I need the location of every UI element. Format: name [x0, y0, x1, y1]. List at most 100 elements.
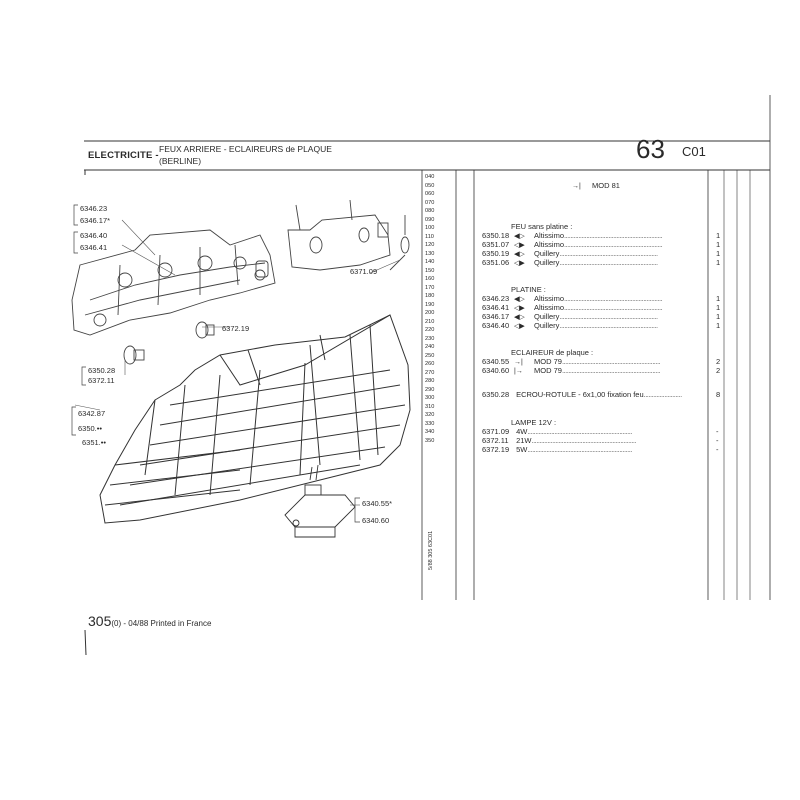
part-row: 6372.19 5W..............................…: [482, 445, 632, 454]
callout-6346-41: 6346.41: [80, 243, 108, 252]
index-item: 350: [425, 437, 435, 444]
arrow-icon: ◁▶: [514, 305, 525, 312]
index-item: 200: [425, 310, 435, 316]
qty: 1: [716, 312, 721, 321]
part-row: 6346.41◁▶Altissimo......................…: [482, 303, 663, 312]
index-item: 320: [425, 412, 435, 418]
index-item: 220: [425, 327, 435, 333]
arrow-icon: ◀▷: [514, 233, 525, 240]
arrow-icon: →|: [514, 359, 523, 366]
index-item: 120: [425, 242, 435, 248]
index-item: 040: [425, 174, 435, 180]
index-item: 270: [425, 369, 435, 376]
footer-number: 305: [88, 613, 112, 629]
part-row: 6371.09 4W..............................…: [482, 427, 632, 436]
heading-feu: FEU sans platine :: [511, 222, 573, 231]
callout-bracket-eclaireur: [354, 497, 360, 523]
heading-platine: PLATINE :: [511, 285, 546, 294]
index-item: 130: [425, 250, 435, 257]
section-label: ELECTRICITE -: [88, 150, 159, 161]
arrow-icon: ◁▶: [514, 242, 525, 249]
index-item: 150: [425, 267, 435, 274]
part-row: 6346.40◁▶Quillery.......................…: [482, 321, 658, 330]
part-row: 6340.60|→MOD 79.........................…: [482, 366, 661, 375]
callout-6340-60: 6340.60: [362, 516, 390, 525]
arrow-icon: ◁▶: [514, 260, 525, 267]
qty: 1: [716, 240, 721, 249]
index-item: 100: [425, 225, 435, 231]
part-row: 6346.17◀▷Quillery.......................…: [482, 312, 658, 321]
top-note: →|MOD 81: [572, 181, 620, 190]
qty: -: [716, 427, 719, 436]
callout-6346-40: 6346.40: [80, 231, 108, 240]
arrow-icon: ◁▶: [514, 323, 525, 330]
rear-light-lens: [99, 314, 411, 524]
index-item: 080: [425, 208, 435, 214]
qty: 1: [716, 231, 721, 240]
qty: 1: [716, 294, 721, 303]
part-row: 6346.23◀▷Altissimo......................…: [482, 294, 663, 303]
index-item: 060: [425, 191, 435, 197]
callout-6346-23: 6346.23: [80, 204, 108, 213]
arrow-icon: ◀▷: [514, 251, 525, 258]
index-item: 330: [425, 420, 435, 427]
callout-6346-17: 6346.17*: [80, 216, 111, 225]
callout-6372-19: 6372.19: [222, 324, 250, 333]
callout-6350: 6350.••: [78, 424, 103, 433]
index-item: 300: [425, 395, 435, 401]
qty: 2: [716, 357, 721, 366]
page-subtitle: (BERLINE): [159, 156, 202, 166]
footer: 305(0) - 04/88 Printed in France: [88, 613, 211, 629]
index-item: 260: [425, 361, 435, 367]
index-item: 290: [425, 386, 435, 393]
part-row: 6351.06◁▶Quillery.......................…: [482, 258, 658, 267]
arrow-icon: ◀▷: [514, 296, 525, 303]
side-code: 5/88 305 63C01: [428, 530, 434, 570]
index-item: 230: [425, 335, 435, 342]
index-item: 090: [425, 216, 435, 223]
qty: 1: [716, 321, 721, 330]
arrow-icon: ◀▷: [514, 314, 525, 321]
qty: 2: [716, 366, 721, 375]
index-column: 040 050 060 070 080 090 100 110 120 130 …: [425, 173, 455, 445]
callout-6371-09: 6371.09: [350, 267, 378, 276]
index-item: 210: [425, 318, 435, 325]
index-item: 170: [425, 284, 435, 291]
index-item: 050: [425, 182, 435, 189]
bulb-icons: [123, 321, 215, 365]
qty: 8: [716, 390, 721, 399]
qty: 1: [716, 303, 721, 312]
qty: -: [716, 445, 719, 454]
page-number: 63: [636, 134, 665, 164]
index-item: 310: [425, 403, 435, 410]
index-item: 240: [425, 344, 435, 350]
callout-6342-87: 6342.87: [78, 409, 106, 418]
heading-lampe: LAMPE 12V :: [511, 418, 557, 427]
index-item: 160: [425, 276, 435, 282]
callout-brackets: [71, 204, 86, 436]
callout-6372-11: 6372.11: [88, 376, 115, 385]
arrow-right-bar-icon: →|: [572, 183, 581, 190]
index-item: 250: [425, 352, 435, 359]
leader-lines: [74, 219, 401, 506]
qty: 1: [716, 249, 721, 258]
callout-6350-28: 6350.28: [88, 366, 116, 375]
heading-eclaireur: ECLAIREUR de plaque :: [511, 348, 594, 357]
license-lamp-bracket: [287, 199, 410, 271]
part-row: 6340.55→|MOD 79.........................…: [482, 357, 661, 366]
index-item: 190: [425, 301, 435, 308]
index-item: 340: [425, 429, 435, 435]
footer-text: (0) - 04/88 Printed in France: [111, 619, 212, 628]
index-item: 280: [425, 378, 435, 384]
qty: 1: [716, 258, 721, 267]
bulb-holder-plate: [71, 229, 276, 336]
callout-6351: 6351.••: [82, 438, 107, 447]
page-code: C01: [682, 144, 706, 159]
index-item: 180: [425, 293, 435, 299]
index-item: 110: [425, 233, 434, 240]
page-title: FEUX ARRIERE - ECLAIREURS de PLAQUE: [159, 144, 332, 154]
index-item: 140: [425, 259, 435, 265]
exploded-diagram: [71, 199, 411, 538]
callout-6340-55: 6340.55*: [362, 499, 393, 508]
